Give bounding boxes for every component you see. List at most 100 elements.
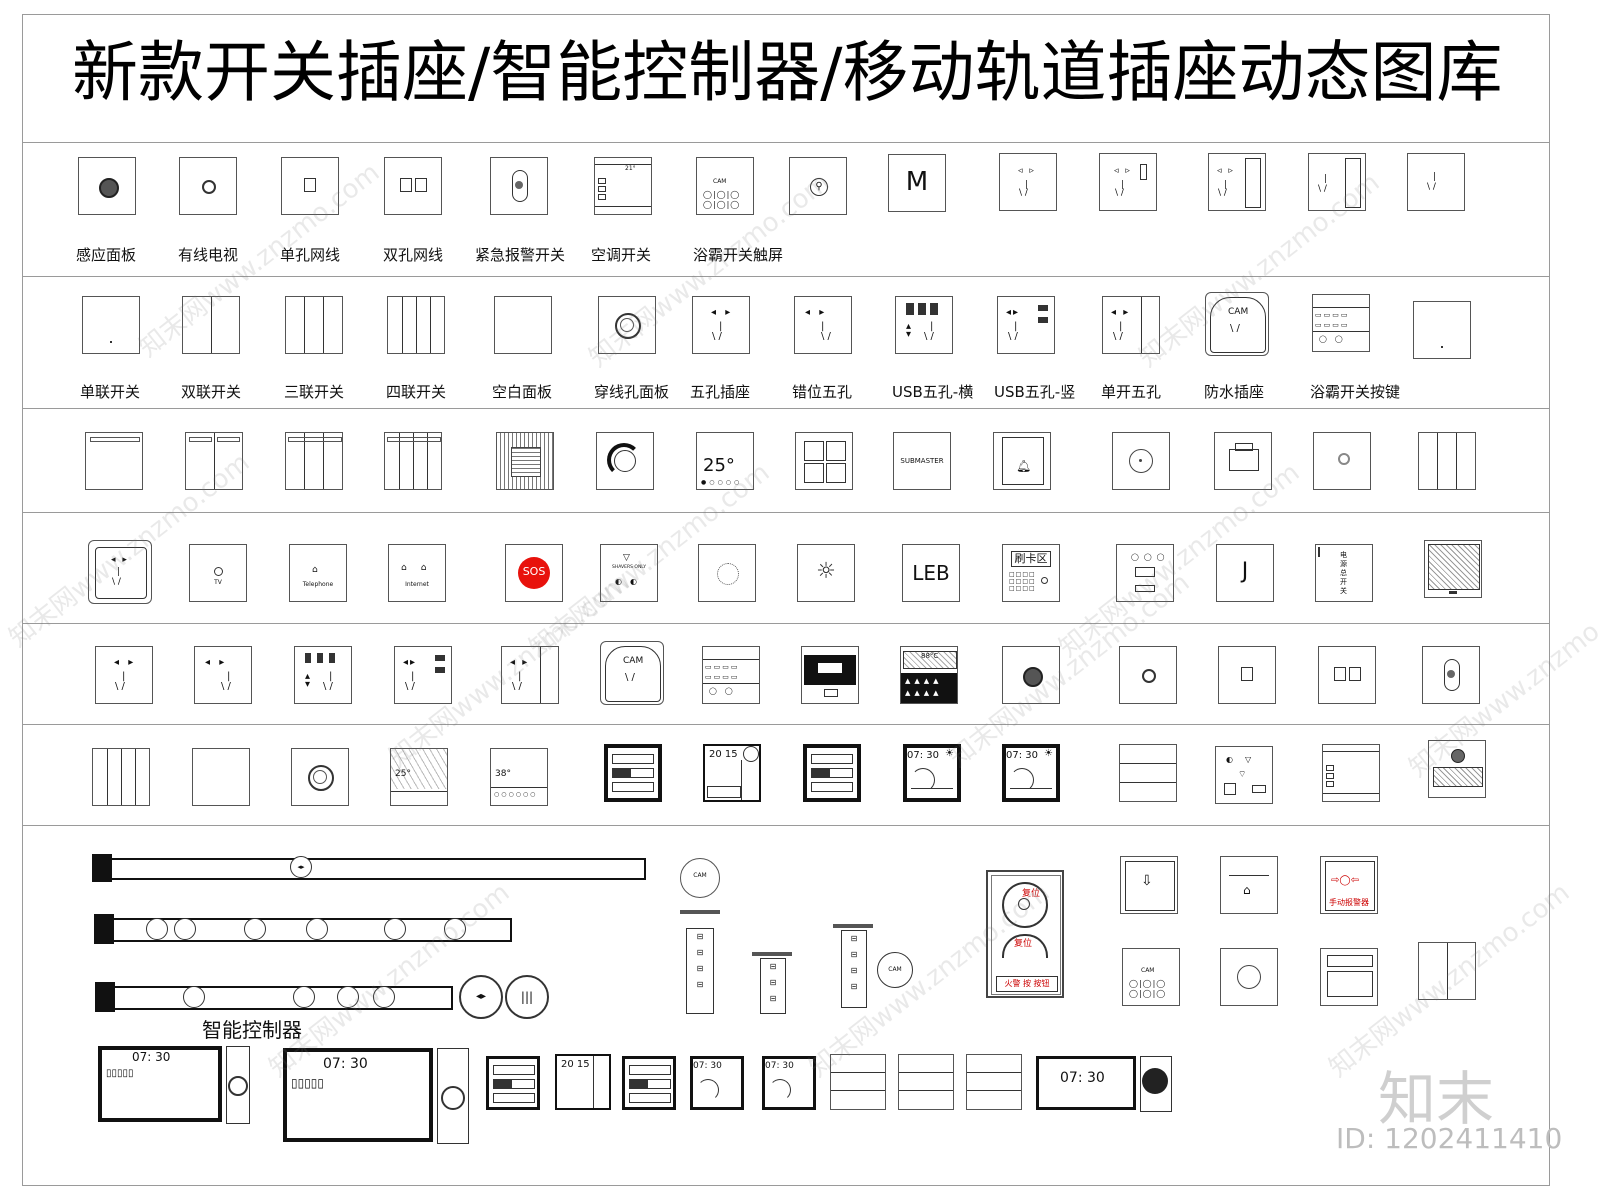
clock-panel-icon[interactable]: 20 15 (703, 744, 761, 802)
tv-outlet-icon[interactable]: TV (189, 544, 247, 602)
lcd-panel-icon[interactable]: 88°C ▲▲▲▲ ▲▲▲▲ (900, 646, 958, 704)
evacuation-sign-icon[interactable]: ⇩ (1120, 856, 1178, 914)
cam-round-icon[interactable]: CAM (680, 858, 720, 898)
smart-controller-large-1[interactable]: 07: 30 ▯▯▯▯▯ (98, 1046, 250, 1126)
single-net-icon[interactable] (1218, 646, 1276, 704)
leb-button-icon[interactable]: LEB (902, 544, 960, 602)
two-gang-large-icon[interactable] (1418, 942, 1476, 1000)
smart-screen-icon[interactable] (604, 744, 662, 802)
double-net-icon[interactable] (384, 157, 442, 215)
four-gang-icon[interactable] (387, 296, 445, 354)
clock-weather-icon[interactable]: 07: 30 (762, 1056, 816, 1110)
thermo-buttons-icon[interactable]: 38° ○○○○○○ (490, 748, 548, 806)
two-gang-icon[interactable] (182, 296, 240, 354)
sos-button-icon[interactable]: SOS (505, 544, 563, 602)
bell-panel-icon[interactable]: ⌂ (1220, 856, 1278, 914)
dimmer-knob-icon[interactable] (596, 432, 654, 490)
socket-icon[interactable]: ◃ ▹ | \ / (999, 153, 1057, 211)
usb-socket-h-icon[interactable]: ▴ ▾ | \ / (895, 296, 953, 354)
four-gang-icon[interactable] (92, 748, 150, 806)
waterproof-socket-icon[interactable]: CAM \ / (1205, 292, 1269, 356)
usb-socket-h-icon[interactable]: ▴ ▾ | \ / (294, 646, 352, 704)
three-gang-icon[interactable] (285, 296, 343, 354)
offset-socket-icon[interactable]: ◂ ▸ | \ / (194, 646, 252, 704)
three-bar-icon[interactable] (966, 1054, 1022, 1110)
bath-keys-icon[interactable]: ▭▭▭▭ ▭▭▭▭ ◯◯ (702, 646, 760, 704)
clock-weather-icon[interactable]: 07: 30 ☀ (903, 744, 961, 802)
hatched-panel-icon[interactable] (1424, 540, 1482, 598)
smart-screen-icon[interactable] (622, 1056, 676, 1110)
tv-ring-icon[interactable] (1119, 646, 1177, 704)
clock-weather-icon[interactable]: 07: 30 (690, 1056, 744, 1110)
ac-panel-icon[interactable] (1322, 744, 1380, 802)
popup-socket-1[interactable]: ⊟⊟⊟⊟ (680, 910, 720, 1014)
single-net-icon[interactable] (281, 157, 339, 215)
switch-socket-icon[interactable]: ◂ ▸ | \ / (1102, 296, 1160, 354)
m-button-icon[interactable]: M (888, 154, 946, 212)
round-button-icon[interactable] (1112, 432, 1170, 490)
three-bar-icon[interactable] (830, 1054, 886, 1110)
ac-panel-icon[interactable]: 21° (594, 157, 652, 215)
cable-hole-icon[interactable] (598, 296, 656, 354)
blank-panel-icon[interactable] (494, 296, 552, 354)
wifi-usb-icon[interactable]: ◐▽ ⌔ (1215, 746, 1273, 804)
dot-button-icon[interactable] (1313, 432, 1371, 490)
smart-controller-wide[interactable]: 07: 30 (1036, 1056, 1172, 1112)
bath-touch-icon[interactable]: CAM ◯|◯|◯ ◯|◯|◯ (696, 157, 754, 215)
thermostat-icon[interactable]: 25° ●○○○○ (696, 432, 754, 490)
dot-ring-icon[interactable] (698, 544, 756, 602)
cam-panel-icon[interactable]: CAM ◯|◯|◯ ◯|◯|◯ (1122, 948, 1180, 1006)
one-gang-icon[interactable] (82, 296, 140, 354)
alarm-switch-icon[interactable] (1422, 646, 1480, 704)
doorbell-icon[interactable]: 🔔︎ (993, 432, 1051, 490)
bath-keys-icon[interactable]: ▭▭▭▭ ▭▭▭▭ ◯◯ (1312, 294, 1370, 352)
offset-socket-icon[interactable]: ◂ ▸ | \ / (794, 296, 852, 354)
three-bar-icon[interactable] (898, 1054, 954, 1110)
three-bar-icon[interactable] (1119, 744, 1177, 802)
two-gang-strip-icon[interactable] (185, 432, 243, 490)
track-socket-6[interactable] (94, 914, 514, 944)
smart-controller-large-2[interactable]: 07: 30 ▯▯▯▯▯ (283, 1048, 469, 1146)
data-outlet-icon[interactable]: ◯◯◯ (1116, 544, 1174, 602)
socket-switch-icon[interactable]: ◃ ▹ | \ / (1099, 153, 1157, 211)
double-net-icon[interactable] (1318, 646, 1376, 704)
card-keypad-icon[interactable]: 刷卡区 □□□□□□□□□□□□ (1002, 544, 1060, 602)
sensor-dot-icon[interactable] (78, 157, 136, 215)
five-hole-socket-icon[interactable]: ◂ ▸ | \ / (692, 296, 750, 354)
popup-socket-2[interactable]: ⊟⊟⊟ (752, 952, 792, 1014)
round-socket-icon[interactable]: ◂▸ (459, 975, 503, 1019)
text-panel-icon[interactable] (1320, 948, 1378, 1006)
usb-socket-v-icon[interactable]: ◂▸ | \ / (394, 646, 452, 704)
display-panel-icon[interactable] (801, 646, 859, 704)
blank-panel-icon[interactable] (192, 748, 250, 806)
clock-weather-icon[interactable]: 07: 30 ☀ (1002, 744, 1060, 802)
fire-alarm-panel[interactable]: 复位 复位 火警 按 按钮 (986, 870, 1064, 998)
waterproof-box-icon[interactable]: ◂ ▸ | \ / (88, 540, 152, 604)
smart-screen-icon[interactable] (486, 1056, 540, 1110)
shaver-socket-icon[interactable]: ▽ SHAVERS ONLY ◐◐ (600, 544, 658, 602)
alarm-manual-icon[interactable]: ⇨◯⇦ 手动报警器 (1320, 856, 1378, 914)
sun-dimmer-icon[interactable]: ☼ (797, 544, 855, 602)
clock-panel-icon[interactable]: 20 15 (555, 1054, 611, 1110)
socket-switch-icon[interactable]: | \ / (1308, 153, 1366, 211)
popup-socket-3[interactable]: ⊟⊟⊟⊟ CAM (833, 924, 913, 1010)
card-slot-icon[interactable] (1214, 432, 1272, 490)
one-gang-strip-icon[interactable] (85, 432, 143, 490)
waterproof-socket-icon[interactable]: CAM \ / (600, 641, 664, 705)
alarm-switch-icon[interactable] (490, 157, 548, 215)
cable-hole-icon[interactable] (291, 748, 349, 806)
switch-socket-icon[interactable]: ◂ ▸ | \ / (501, 646, 559, 704)
fan-knob-icon[interactable]: ⚲ (789, 157, 847, 215)
j-button-icon[interactable]: J (1216, 544, 1274, 602)
vertical-text-icon[interactable]: 电源总开关 (1315, 544, 1373, 602)
blank-panel-icon[interactable] (1413, 301, 1471, 359)
round-socket-icon[interactable]: ||| (505, 975, 549, 1019)
grid-pattern-icon[interactable] (496, 432, 554, 490)
sensor-dot-icon[interactable] (1002, 646, 1060, 704)
tv-ring-icon[interactable] (179, 157, 237, 215)
four-gang-strip-icon[interactable] (384, 432, 442, 490)
usb-socket-v-icon[interactable]: ◂▸ | \ / (997, 296, 1055, 354)
track-socket-4[interactable] (95, 982, 455, 1012)
knob-hatched-icon[interactable] (1428, 740, 1486, 798)
track-socket-1[interactable]: ◂▸ (92, 854, 647, 882)
